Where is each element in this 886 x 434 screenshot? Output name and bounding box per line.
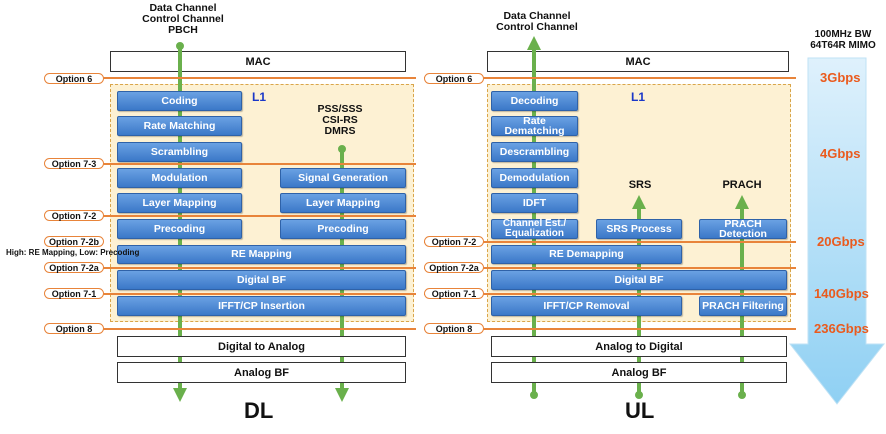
bandwidth-arrow xyxy=(788,57,886,405)
ul-label: UL xyxy=(625,398,655,423)
dl-block-digital-bf: Digital BF xyxy=(117,270,406,290)
dl-option-8-line xyxy=(46,328,416,330)
dl-option-8: Option 8 xyxy=(44,323,104,334)
dl-option-7-3: Option 7-3 xyxy=(44,158,104,169)
dl-option-7-1: Option 7-1 xyxy=(44,288,104,299)
dl-option-7-2b: Option 7-2b xyxy=(44,236,104,247)
dl-sync-csi-rs: CSI-RS xyxy=(322,114,358,127)
ul-block-channel-est: Channel Est./ Equalization xyxy=(491,219,578,239)
ul-analog-bf-box: Analog BF xyxy=(491,362,787,383)
ul-option-7-2a-line xyxy=(424,267,796,269)
rate-option-7-3: 4Gbps xyxy=(820,146,861,161)
dl-sync-signal-list: PSS/SSS CSI-RS DMRS xyxy=(300,103,380,138)
ul-option-7-2-line xyxy=(424,241,796,243)
rate-option-7-1: 140Gbps xyxy=(814,286,869,301)
ul-prach-up-arrow-icon xyxy=(735,195,749,209)
ul-origin-dot xyxy=(530,391,538,399)
dl-option-6-line xyxy=(46,77,416,79)
ul-srs-origin-dot xyxy=(635,391,643,399)
dl-analog-bf-box: Analog BF xyxy=(117,362,406,383)
dl-sync-down-arrow-icon xyxy=(335,388,349,402)
dl-option-7-2a-line xyxy=(46,267,416,269)
dl-option-7-3-line xyxy=(46,163,416,165)
dl-block-layer-mapping: Layer Mapping xyxy=(117,193,242,213)
ul-option-7-1: Option 7-1 xyxy=(424,288,484,299)
dl-block-signal-generation: Signal Generation xyxy=(280,168,406,188)
rate-option-8: 236Gbps xyxy=(814,321,869,336)
ul-block-idft: IDFT xyxy=(491,193,578,213)
rate-option-6: 3Gbps xyxy=(820,70,861,85)
dl-option-7-2a: Option 7-2a xyxy=(44,262,104,273)
ul-prach-origin-dot xyxy=(738,391,746,399)
ul-up-arrow-icon xyxy=(527,36,541,50)
bandwidth-title-mimo: 64T64R MIMO xyxy=(810,39,876,51)
ul-option-7-1-line xyxy=(424,293,796,295)
ul-analog-to-digital-box: Analog to Digital xyxy=(491,336,787,357)
ul-block-decoding: Decoding xyxy=(491,91,578,111)
ul-option-8: Option 8 xyxy=(424,323,484,334)
ul-block-rate-dematching: Rate Dematching xyxy=(491,115,578,136)
bandwidth-title: 100MHz BW 64T64R MIMO xyxy=(800,29,886,51)
ul-srs-up-arrow-icon xyxy=(632,195,646,209)
dl-sync-pss-sss: PSS/SSS xyxy=(317,103,363,115)
ul-block-descrambling: Descrambling xyxy=(491,142,578,162)
ul-option-6: Option 6 xyxy=(424,73,484,84)
ul-block-prach-filtering: PRACH Filtering xyxy=(699,296,787,316)
ul-block-srs-process: SRS Process xyxy=(596,219,682,239)
ul-block-ifft-cp-removal: IFFT/CP Removal xyxy=(491,296,682,316)
ul-option-7-2: Option 7-2 xyxy=(424,236,484,247)
ul-l1-label: L1 xyxy=(631,90,646,104)
ul-prach-label: PRACH xyxy=(722,179,762,191)
dl-sync-dmrs: DMRS xyxy=(324,125,356,138)
dl-block-ifft-cp-insertion: IFFT/CP Insertion xyxy=(117,296,406,316)
dl-option-7-2: Option 7-2 xyxy=(44,210,104,221)
ul-block-demodulation: Demodulation xyxy=(491,168,578,188)
ul-block-re-demapping: RE Demapping xyxy=(491,245,682,264)
dl-channel-pbch: PBCH xyxy=(168,24,198,37)
ul-channel-data: Data Channel xyxy=(503,10,571,22)
dl-block-coding: Coding xyxy=(117,91,242,111)
dl-channel-list: Data Channel Control Channel PBCH xyxy=(128,2,238,37)
bandwidth-title-bw: 100MHz BW xyxy=(814,29,872,40)
dl-channel-data: Data Channel xyxy=(149,2,217,14)
dl-block-scrambling: Scrambling xyxy=(117,142,242,162)
dl-block-rate-matching: Rate Matching xyxy=(117,116,242,136)
ul-srs-label: SRS xyxy=(628,179,652,191)
dl-option-7-1-line xyxy=(46,293,416,295)
ul-channel-list: Data Channel Control Channel xyxy=(482,10,592,34)
ul-option-7-2a: Option 7-2a xyxy=(424,262,484,273)
dl-option-7-2-line xyxy=(46,215,416,217)
ul-option-8-line xyxy=(424,328,796,330)
ul-mac-box: MAC xyxy=(487,51,789,72)
ul-block-prach-detection: PRACH Detection xyxy=(699,218,787,239)
dl-option-7-2b-note: High: RE Mapping, Low: Precoding xyxy=(6,248,140,257)
dl-mac-box: MAC xyxy=(110,51,406,72)
dl-block-layer-mapping-2: Layer Mapping xyxy=(280,193,406,213)
dl-block-modulation: Modulation xyxy=(117,168,242,188)
dl-label: DL xyxy=(244,398,274,423)
dl-block-precoding: Precoding xyxy=(117,219,242,239)
ul-option-6-line xyxy=(424,77,796,79)
dl-block-precoding-2: Precoding xyxy=(280,219,406,239)
rate-option-7-2: 20Gbps xyxy=(817,234,865,249)
dl-l1-label: L1 xyxy=(252,90,267,104)
dl-option-6: Option 6 xyxy=(44,73,104,84)
dl-channel-control: Control Channel xyxy=(142,13,224,26)
dl-block-re-mapping: RE Mapping xyxy=(117,245,406,264)
dl-digital-to-analog-box: Digital to Analog xyxy=(117,336,406,357)
ul-channel-control: Control Channel xyxy=(496,21,578,34)
ul-block-digital-bf: Digital BF xyxy=(491,270,787,290)
dl-down-arrow-icon xyxy=(173,388,187,402)
